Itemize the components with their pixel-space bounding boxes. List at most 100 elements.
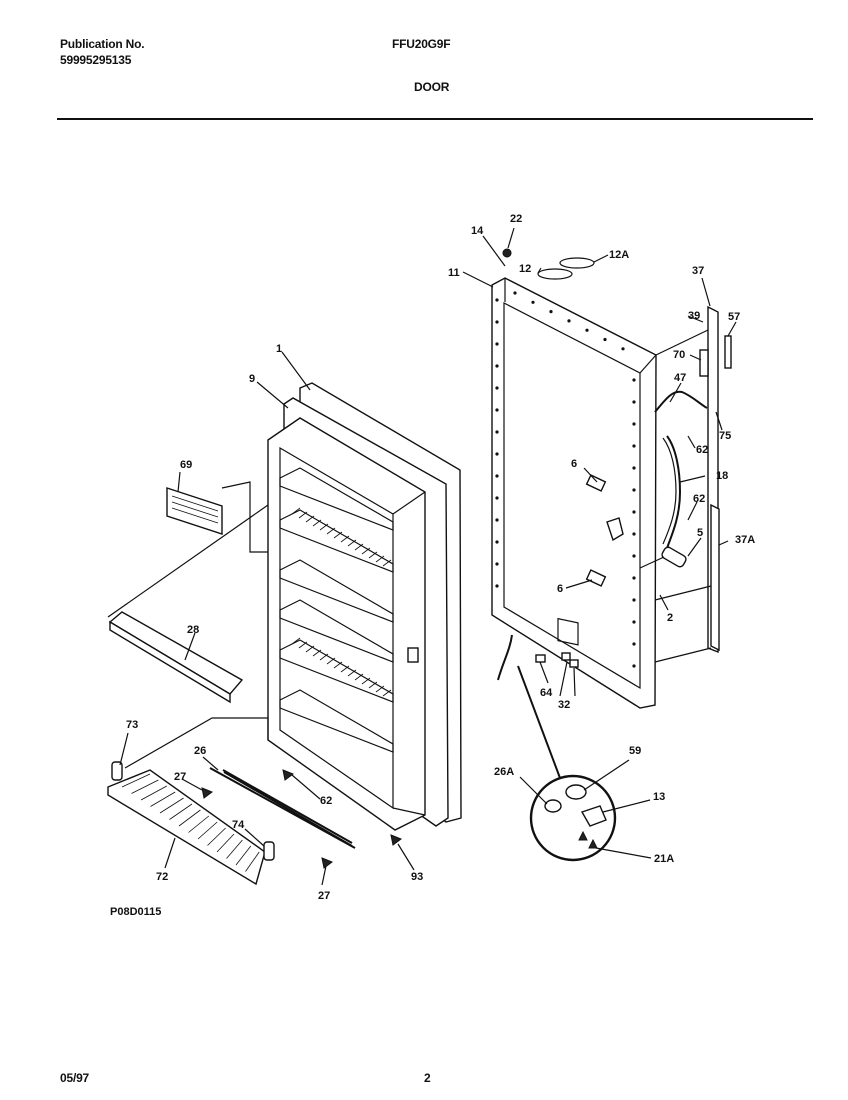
screw-hole [632,400,636,404]
screw-hole [495,386,499,390]
callout-2: 2 [667,612,673,624]
callout-21a: 21A [654,853,674,865]
screw-hole [495,320,499,324]
section-title: DOOR [414,80,450,94]
liner-shelf [279,599,394,663]
callout-12: 12 [519,263,531,275]
part-70 [699,349,709,377]
callout-59: 59 [629,745,641,757]
rod-26 [223,771,353,847]
callout-5: 5 [697,527,703,539]
callout-26a: 26A [494,766,514,778]
screw-hole [621,347,625,351]
screw-hole [495,562,499,566]
bin-28 [108,611,244,695]
callout-74: 74 [232,819,245,831]
screw-hole [632,620,636,624]
part-32b [569,659,579,668]
bracket-6-upper [585,474,607,492]
callout-75: 75 [719,430,731,442]
callout-1: 1 [276,343,282,355]
screw-hole [495,364,499,368]
inner-door-liner [209,382,462,849]
callout-26: 26 [194,745,206,757]
callout-27-top: 27 [174,771,186,783]
latch [606,517,624,542]
screw-hole [632,532,636,536]
screw-hole [495,452,499,456]
publication-label: Publication No. [60,37,145,51]
callout-72: 72 [156,871,168,883]
screw-hole [632,378,636,382]
label-oval-12 [537,268,573,280]
label-plate-69 [166,487,223,535]
hinge-plate-13 [580,805,607,827]
screw-22 [502,248,512,258]
callout-37a: 37A [735,534,755,546]
callout-32: 32 [558,699,570,711]
callout-69: 69 [180,459,192,471]
grille-72 [107,769,266,886]
callout-70: 70 [673,349,685,361]
screw-hole [632,466,636,470]
callout-39: 39 [688,310,700,322]
screw-hole [495,430,499,434]
screw-hole [495,496,499,500]
liner-shelf [279,559,394,623]
cord [497,634,513,681]
callout-14: 14 [471,225,484,237]
screw-hole [632,664,636,668]
publication-number: 59995295135 [60,53,132,67]
part-59 [565,784,587,800]
callout-27-bottom: 27 [318,890,330,902]
callout-73: 73 [126,719,138,731]
page-number: 2 [424,1071,431,1085]
header-rule [57,118,813,120]
callout-12a: 12A [609,249,629,261]
screw-hole [632,444,636,448]
screw-hole [632,422,636,426]
part-74 [263,841,275,861]
screw-hole [495,474,499,478]
callout-93: 93 [411,871,423,883]
callout-28: 28 [187,624,199,636]
screw-hole [585,328,589,332]
screw-hole [549,310,553,314]
screw-62a [282,769,295,781]
callout-13: 13 [653,791,665,803]
part-73 [111,761,123,781]
screw-hole [603,337,607,342]
hinge-37a [710,503,720,652]
screw-hole [495,342,499,346]
outer-door-panel [491,277,657,709]
callout-9: 9 [249,373,255,385]
part-64 [535,654,546,663]
callout-62-upper: 62 [696,444,708,456]
liner-shelf [279,467,394,531]
footer-date: 05/97 [60,1071,90,1085]
part-57 [724,335,732,369]
screw-hole [495,518,499,522]
liner-shelf [279,639,394,703]
detail-circle [529,774,617,862]
liner-clip [407,647,419,663]
screw-hole [632,576,636,580]
wire-47 [654,390,708,413]
callout-6-upper: 6 [571,458,577,470]
callout-47: 47 [674,372,686,384]
callout-64: 64 [540,687,553,699]
liner-shelf [279,689,394,753]
screw-27a [201,787,214,799]
screw-hole [632,488,636,492]
screw-93 [390,834,403,846]
callout-62-left: 62 [320,795,332,807]
screw-hole [632,554,636,558]
screw-hole [495,584,499,588]
screw-hole [632,598,636,602]
screws-21a [578,830,598,849]
callout-6-lower: 6 [557,583,563,595]
callout-18: 18 [716,470,728,482]
part-26a [544,799,562,813]
part-32a [561,652,571,661]
